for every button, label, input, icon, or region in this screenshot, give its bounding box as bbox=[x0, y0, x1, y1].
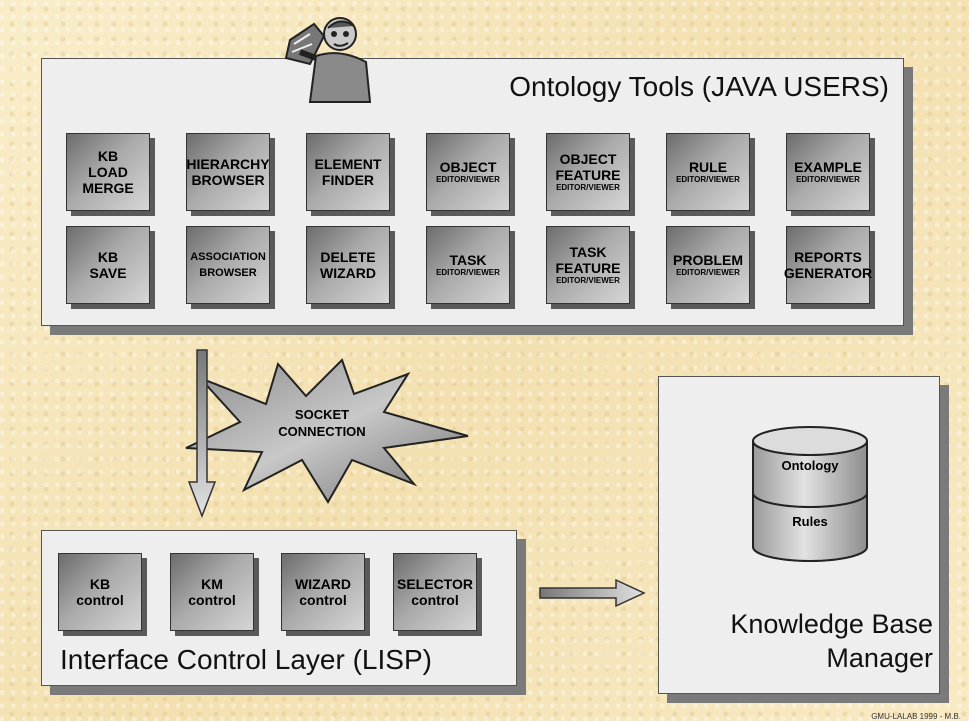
starburst-icon bbox=[185, 358, 469, 504]
association-browser-button[interactable]: ASSOCIATION BROWSER bbox=[186, 226, 270, 304]
down-arrow-icon bbox=[187, 349, 217, 519]
knowledge-base-manager-title: Knowledge Base Manager bbox=[730, 609, 933, 673]
element-finder-button[interactable]: ELEMENT FINDER bbox=[306, 133, 390, 211]
rules-db-label: Rules bbox=[792, 514, 828, 529]
interface-control-layer-title: Interface Control Layer (LISP) bbox=[60, 644, 432, 675]
wizard-control-button[interactable]: WIZARD control bbox=[281, 553, 365, 631]
km-control-button[interactable]: KM control bbox=[170, 553, 254, 631]
kb-save-button[interactable]: KB SAVE bbox=[66, 226, 150, 304]
footer-credit: GMU-LALAB 1999 - M.B. bbox=[871, 712, 961, 721]
ontology-db-label: Ontology bbox=[781, 458, 839, 473]
right-arrow-icon bbox=[539, 578, 646, 608]
hierarchy-browser-button[interactable]: HIERARCHY BROWSER bbox=[186, 133, 270, 211]
user-figure-icon bbox=[284, 17, 372, 103]
reports-generator-button[interactable]: REPORTS GENERATOR bbox=[784, 226, 872, 304]
kb-control-button[interactable]: KB control bbox=[58, 553, 142, 631]
database-cylinder-icon bbox=[752, 426, 868, 562]
selector-control-button[interactable]: SELECTOR control bbox=[393, 553, 477, 631]
socket-connection-label: SOCKET CONNECTION bbox=[278, 407, 366, 439]
kb-load-merge-button[interactable]: KB LOAD MERGE bbox=[66, 133, 150, 211]
ontology-tools-title: Ontology Tools (JAVA USERS) bbox=[509, 71, 889, 102]
delete-wizard-button[interactable]: DELETE WIZARD bbox=[306, 226, 390, 304]
